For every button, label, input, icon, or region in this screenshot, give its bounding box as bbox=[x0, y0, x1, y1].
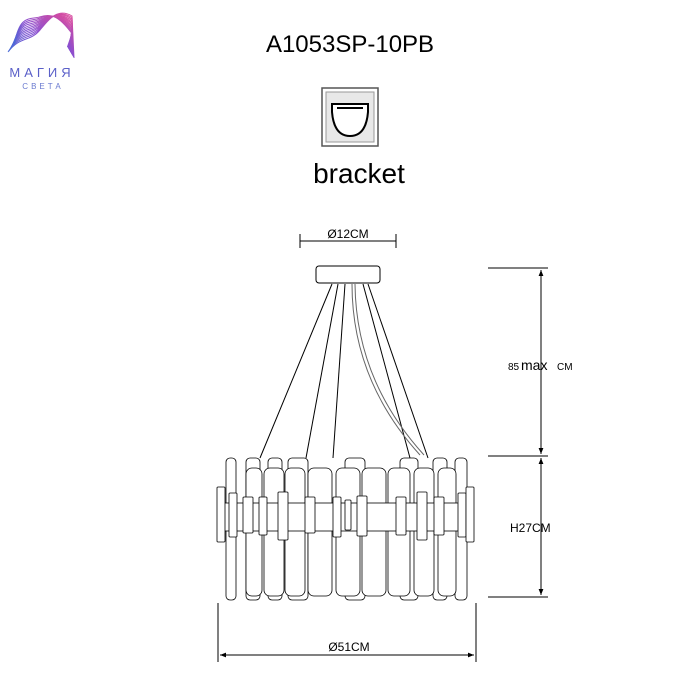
height-dimensions bbox=[488, 267, 548, 598]
connector-clip bbox=[457, 492, 467, 538]
connector-clip bbox=[216, 486, 226, 543]
connector-clip bbox=[332, 496, 342, 538]
chandelier-body bbox=[216, 457, 475, 601]
cable-length-value: 85 bbox=[508, 362, 520, 373]
cable-length-unit: CM bbox=[557, 362, 573, 373]
connector-clip bbox=[416, 491, 428, 541]
connector-clip bbox=[356, 495, 368, 537]
suspension-cables bbox=[259, 283, 429, 459]
logo-text-sub: СВЕТА bbox=[22, 82, 63, 91]
cable-length-max: max bbox=[521, 357, 547, 373]
connector-clip bbox=[242, 496, 254, 534]
bracket-icon bbox=[321, 87, 379, 147]
connector-clip bbox=[433, 496, 445, 536]
brand-logo: МАГИЯ СВЕТА bbox=[7, 12, 75, 91]
connector-clip bbox=[395, 496, 407, 536]
connector-clip bbox=[258, 496, 268, 536]
connector-clip bbox=[228, 492, 238, 538]
diameter-label: Ø51CM bbox=[328, 640, 369, 654]
height-label: H27CM bbox=[510, 521, 551, 535]
logo-text-main: МАГИЯ bbox=[9, 65, 74, 80]
connector-clip bbox=[277, 491, 289, 541]
product-title: A1053SP-10PB bbox=[266, 31, 434, 58]
canopy-dimension bbox=[299, 234, 397, 248]
bracket-label: bracket bbox=[313, 158, 405, 189]
diameter-dimension bbox=[217, 603, 477, 662]
connector-clip bbox=[344, 499, 352, 531]
connector-clip bbox=[465, 486, 475, 543]
connector-clip bbox=[304, 496, 316, 534]
canopy-diameter-label: Ø12CM bbox=[327, 227, 368, 241]
ceiling-canopy bbox=[315, 265, 381, 284]
